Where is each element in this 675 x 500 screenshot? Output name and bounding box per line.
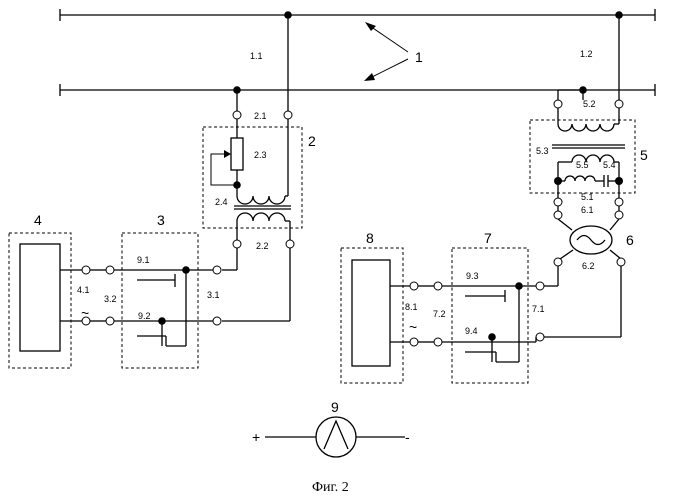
label-3: 3 (157, 212, 165, 228)
ac-symbol-left: ~ (81, 305, 89, 321)
label-7-2: 7.2 (433, 309, 446, 319)
label-4: 4 (34, 212, 42, 228)
label-2-2: 2.2 (256, 241, 269, 251)
label-3-2: 3.2 (104, 294, 117, 304)
label-5-3: 5.3 (536, 146, 549, 156)
label-4-1: 4.1 (77, 285, 90, 295)
right-column-wiring (544, 15, 625, 337)
minus-sign: - (405, 429, 410, 445)
label-8-1: 8.1 (405, 302, 418, 312)
label-9-3: 9.3 (466, 271, 479, 281)
label-7: 7 (484, 230, 492, 246)
label-9-1: 9.1 (137, 255, 150, 265)
power-lines (60, 9, 655, 96)
label-5: 5 (640, 147, 648, 163)
box-2 (203, 127, 302, 228)
label-2-4: 2.4 (215, 197, 228, 207)
label-1-2: 1.2 (580, 49, 593, 59)
label-9-2: 9.2 (138, 311, 151, 321)
figure-caption: Фиг. 2 (312, 480, 349, 495)
label-2-3: 2.3 (254, 150, 267, 160)
label-6-1: 6.1 (581, 205, 594, 215)
label-7-1: 7.1 (532, 304, 545, 314)
switch-symbol-legend (265, 417, 405, 457)
label-9: 9 (331, 399, 339, 415)
label-5-1: 5.1 (581, 192, 594, 202)
label-1-1: 1.1 (250, 51, 263, 61)
label-9-4: 9.4 (465, 326, 478, 336)
ac-symbol-right: ~ (409, 319, 417, 335)
label-8: 8 (366, 230, 374, 246)
label-2: 2 (308, 133, 316, 149)
label-3-1: 3.1 (207, 290, 220, 300)
plus-sign: + (252, 429, 260, 445)
label-5-4: 5.4 (603, 160, 616, 170)
label-6: 6 (626, 232, 634, 248)
label-6-2: 6.2 (582, 261, 595, 271)
label-5-5: 5.5 (576, 160, 589, 170)
label-2-1: 2.1 (254, 111, 267, 121)
label-5-2: 5.2 (583, 99, 596, 109)
label-1: 1 (415, 49, 423, 65)
